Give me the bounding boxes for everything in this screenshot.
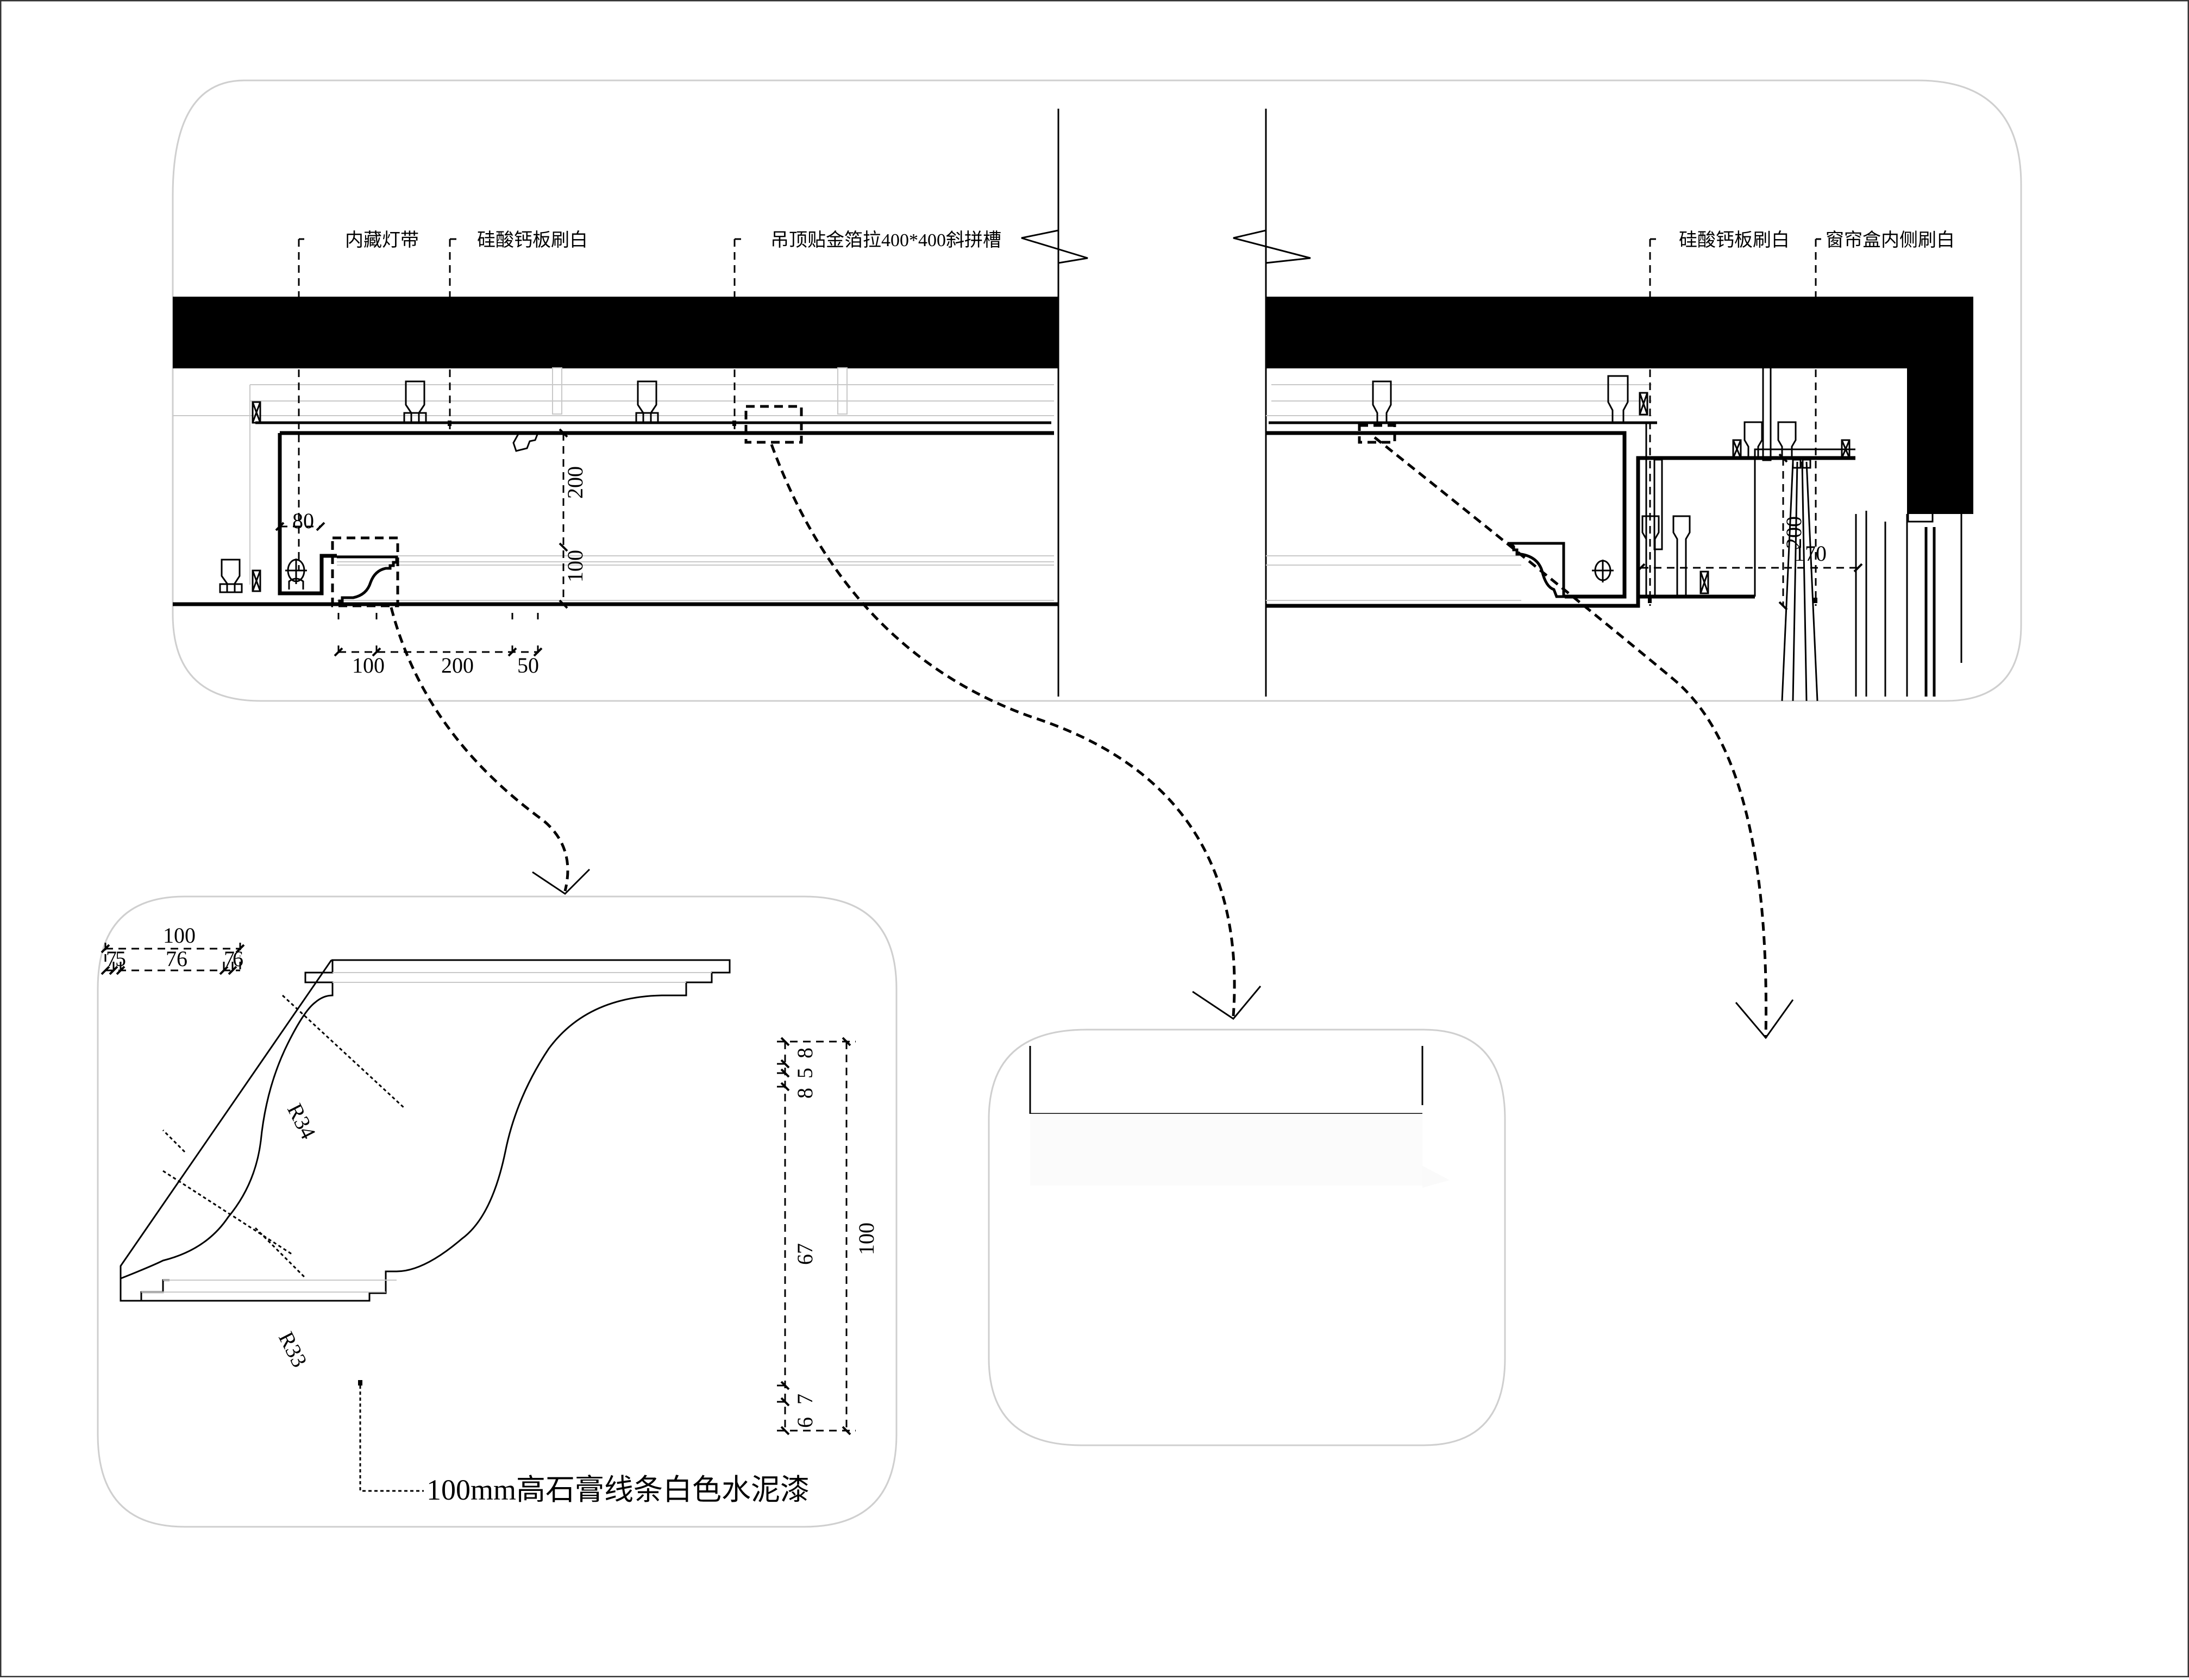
hanger-clip-icon	[219, 380, 659, 593]
dim-100-vertical: 100	[563, 550, 587, 582]
label-hidden-light-strip: 内藏灯带	[345, 230, 419, 250]
dim-cornice-h-6: 6	[793, 1417, 817, 1428]
dim-cornice-h-8a: 8	[793, 1048, 817, 1058]
dim-cornice-w-6: 6	[233, 946, 243, 971]
dim-200-right: 200	[1782, 516, 1806, 549]
dim-200-horizontal: 200	[441, 653, 474, 678]
label-calcium-silicate-board: 硅酸钙板刷白	[477, 230, 588, 250]
label-cornice-material: 100mm高石膏线条白色水泥漆	[426, 1474, 810, 1506]
dim-cornice-h-8b: 8	[793, 1088, 817, 1099]
x-box-icon	[1639, 392, 1851, 594]
ceiling-section-right: 硅酸钙板刷白 窗帘盒内侧刷白 200 170	[1233, 109, 1973, 701]
dim-cornice-w-7b: 7	[224, 946, 235, 971]
detail-callout-box-cornice	[331, 536, 399, 607]
detail-callout-box-wood-trim	[1358, 424, 1396, 444]
dim-80: 80	[292, 509, 314, 533]
top-section-panel	[172, 79, 2022, 702]
ceiling-section-left: 内藏灯带 硅酸钙板刷白 吊顶贴金箔拉400*400斜拼槽 80 200 100 …	[173, 109, 1088, 697]
detail-groove-panel	[988, 1029, 1506, 1446]
dim-cornice-w-7a: 7	[106, 946, 117, 971]
hanger-clip-icon	[1372, 375, 1797, 598]
dim-100-horizontal: 100	[352, 653, 385, 678]
dim-50-horizontal: 50	[517, 653, 539, 678]
mdf-board-fill	[1030, 1114, 1422, 1186]
dim-170: 170	[1794, 541, 1827, 566]
led-strip-icon	[1592, 560, 1614, 582]
callout-arrows	[390, 436, 1794, 1039]
detail-callout-box-groove	[744, 405, 803, 444]
dim-cornice-h-67: 67	[793, 1243, 817, 1265]
dim-cornice-h-7: 7	[793, 1394, 817, 1405]
cornice-profile: R34 R33 8 5 8 67 7 6 100 100mm高石膏线条白色水泥漆	[120, 959, 879, 1506]
label-curtain-box-inner: 窗帘盒内侧刷白	[1826, 230, 1955, 250]
led-strip-icon	[285, 559, 307, 590]
dim-cornice-width-total: 100	[163, 923, 196, 948]
detail-cornice-panel: 100 7 5 76 7 6	[97, 895, 898, 1528]
dim-cornice-w-76: 76	[166, 946, 187, 971]
dim-cornice-h-5: 5	[793, 1068, 817, 1079]
concrete-slab-left	[173, 297, 1058, 368]
dim-cornice-height-total: 100	[854, 1223, 879, 1255]
concrete-slab-right	[1266, 297, 1973, 514]
dim-cornice-w-5: 5	[115, 946, 126, 971]
dim-200-vertical: 200	[563, 466, 587, 499]
x-box-icon	[252, 401, 261, 592]
label-calcium-silicate-board-right: 硅酸钙板刷白	[1679, 230, 1790, 250]
label-gold-foil-ceiling: 吊顶贴金箔拉400*400斜拼槽	[770, 230, 1001, 250]
